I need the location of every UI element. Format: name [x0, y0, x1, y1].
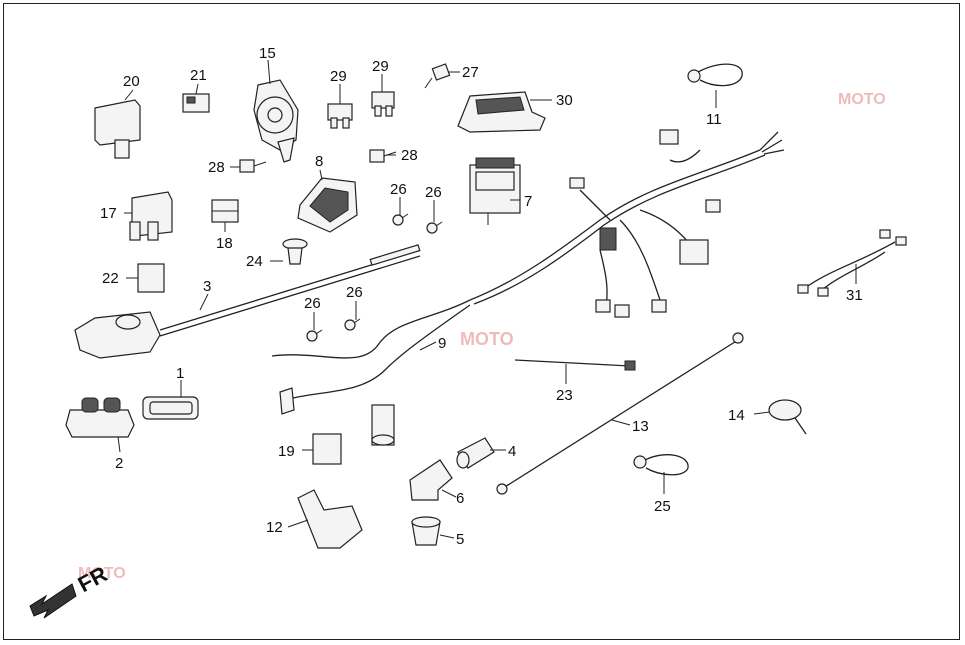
part-8-regulator — [297, 177, 358, 233]
callout-24: 24 — [246, 253, 263, 270]
part-24-clip — [282, 238, 308, 265]
part-21-relay — [182, 93, 210, 113]
part-26-screw-c — [306, 329, 323, 342]
part-28-bolt-b — [369, 149, 397, 163]
svg-text:MOTO: MOTO — [838, 91, 886, 108]
part-26-screw-a — [392, 213, 409, 226]
part-26-screw-d — [344, 318, 361, 331]
main-wiring-harness — [469, 129, 785, 318]
callout-12: 12 — [266, 519, 283, 536]
callout-31: 31 — [846, 287, 863, 304]
part-3-ignition-coil — [74, 244, 421, 359]
watermark-logo: MOTO MOTO MOTO — [78, 91, 886, 582]
part-27-bolt — [424, 63, 451, 89]
callout-1: 1 — [176, 365, 184, 382]
part-18-connector — [211, 199, 239, 223]
callout-26-b: 26 — [425, 184, 442, 201]
svg-text:MOTO: MOTO — [78, 565, 126, 582]
part-19-relay — [312, 433, 342, 465]
front-direction-marker: FR — [29, 561, 112, 619]
callout-7: 7 — [524, 193, 532, 210]
callout-29-b: 29 — [372, 58, 389, 75]
diagram-frame — [3, 3, 960, 640]
part-28-bolt-a — [239, 159, 267, 173]
part-22-relay — [137, 263, 165, 293]
part-17-relay — [129, 191, 173, 241]
callout-11: 11 — [706, 111, 722, 128]
callout-27: 27 — [462, 64, 479, 81]
callout-26-d: 26 — [346, 284, 363, 301]
callout-30: 30 — [556, 92, 573, 109]
part-6-plug-cap — [409, 459, 453, 501]
callout-15: 15 — [259, 45, 276, 62]
part-7-cdi-unit — [469, 157, 521, 225]
part-29-fuse-b — [371, 91, 395, 117]
part-2-holder — [65, 397, 135, 438]
callout-3: 3 — [203, 278, 211, 295]
callout-19: 19 — [278, 443, 295, 460]
callout-13: 13 — [632, 418, 649, 435]
callout-28-b: 28 — [401, 147, 418, 164]
part-9-sub-harness — [271, 299, 471, 446]
callout-5: 5 — [456, 531, 464, 548]
svg-text:MOTO: MOTO — [460, 329, 514, 349]
part-5-bushing — [411, 516, 441, 546]
part-26-screw-b — [426, 221, 443, 234]
callout-21: 21 — [190, 67, 207, 84]
callout-29-a: 29 — [330, 68, 347, 85]
part-25-cable-clamp — [633, 454, 689, 476]
callout-26-c: 26 — [304, 295, 321, 312]
part-15-horn — [253, 79, 299, 163]
callout-17: 17 — [100, 205, 117, 222]
part-20-relay — [94, 99, 141, 159]
callout-28-a: 28 — [208, 159, 225, 176]
callout-18: 18 — [216, 235, 233, 252]
callout-22: 22 — [102, 270, 119, 287]
part-23-cable-tie — [514, 359, 636, 371]
part-30-bracket — [457, 91, 546, 133]
leader-lines — [117, 59, 857, 539]
callout-26-a: 26 — [390, 181, 407, 198]
part-12-cover — [297, 489, 363, 549]
callout-2: 2 — [115, 455, 123, 472]
callout-8: 8 — [315, 153, 323, 170]
callout-4: 4 — [508, 443, 516, 460]
callout-20: 20 — [123, 73, 140, 90]
callout-14: 14 — [728, 407, 745, 424]
callout-23: 23 — [556, 387, 573, 404]
part-13-ground-cable — [496, 332, 744, 495]
part-29-fuse-a — [327, 103, 353, 129]
callout-labels: 20 21 15 29 29 27 30 11 28 8 28 26 26 7 … — [100, 45, 863, 548]
callout-25: 25 — [654, 498, 671, 515]
part-31-sub-harness — [797, 229, 907, 297]
callout-9: 9 — [438, 335, 446, 352]
arrow-down-left-icon — [29, 583, 77, 619]
part-14-sensor — [768, 399, 807, 435]
part-1-rubber-cover — [142, 396, 199, 420]
callout-6: 6 — [456, 490, 464, 507]
part-11-cable-clamp — [687, 63, 743, 87]
part-4-boot — [456, 437, 495, 469]
